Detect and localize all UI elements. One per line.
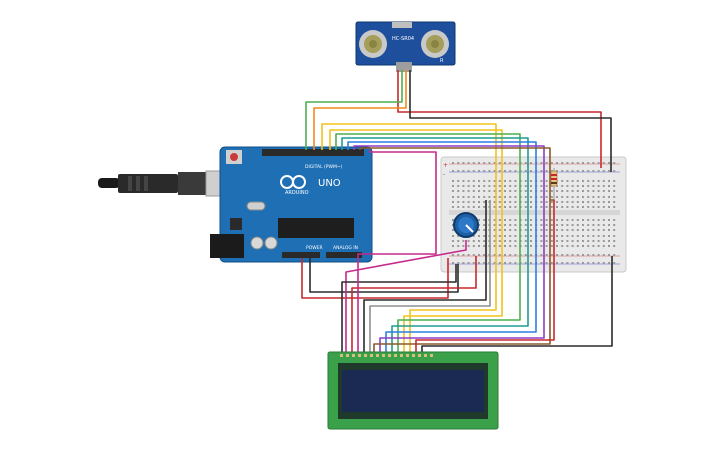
wire-sensor-gnd[interactable] [409,70,612,172]
wire-gnd[interactable] [309,258,459,293]
digital-header-label: DIGITAL (PWM~) [305,164,343,170]
wire-lcd-e[interactable] [369,200,491,352]
wires [301,70,613,352]
usb-cable[interactable] [98,170,237,197]
sensor-pins [396,62,412,72]
arduino-logo-icon [280,175,306,189]
analog-header-label: ANALOG IN [333,245,358,251]
digital-header [262,149,364,156]
sensor-model-label: HC-SR04 [392,36,414,42]
wire-lcd-d5[interactable] [347,141,537,352]
lcd-display[interactable] [327,351,499,430]
wire-5v[interactable] [301,258,449,299]
arduino-uno-board[interactable]: ARDUINO UNO DIGITAL (PWM~) POWER ANALOG … [210,146,373,263]
breadboard[interactable]: + - [440,156,627,273]
resistor[interactable] [550,168,558,200]
wire-lcd-d2[interactable] [329,129,503,352]
power-header-label: POWER [306,245,323,251]
wire-lcd-vss[interactable] [341,264,457,352]
wire-lcd-vdd[interactable] [351,256,477,352]
ultrasonic-sensor[interactable]: HC-SR04 R [355,21,456,72]
rail-minus-label: - [443,171,445,178]
microcontroller-chip [278,218,354,238]
receiver-icon [421,30,449,58]
wire-pot-wiper[interactable] [345,240,467,352]
pot-knob-indicator [465,224,474,233]
arduino-brand-label: ARDUINO [285,190,309,196]
wire-lcd-backlight-k[interactable] [421,256,613,352]
wire-sensor-echo[interactable] [313,70,407,150]
analog-header [326,252,362,258]
wire-sensor-trig[interactable] [305,70,403,150]
sensor-pin-mark: R [440,58,444,64]
transmitter-icon [359,30,387,58]
wire-sensor-vcc[interactable] [397,70,602,168]
wire-lcd-d6[interactable] [353,145,545,352]
wire-lcd-backlight-a[interactable] [415,200,555,352]
power-jack [210,234,244,258]
wire-lcd-d4[interactable] [341,137,529,352]
lcd-pins [340,354,433,357]
power-header [282,252,320,258]
wire-lcd-d1[interactable] [321,123,497,352]
lcd-screen [342,370,484,412]
potentiometer[interactable] [453,212,479,238]
arduino-model-label: UNO [318,178,341,189]
wire-lcd-rs[interactable] [357,150,437,352]
wire-lcd-rw[interactable] [363,200,487,352]
rail-plus-label: + [443,162,448,169]
